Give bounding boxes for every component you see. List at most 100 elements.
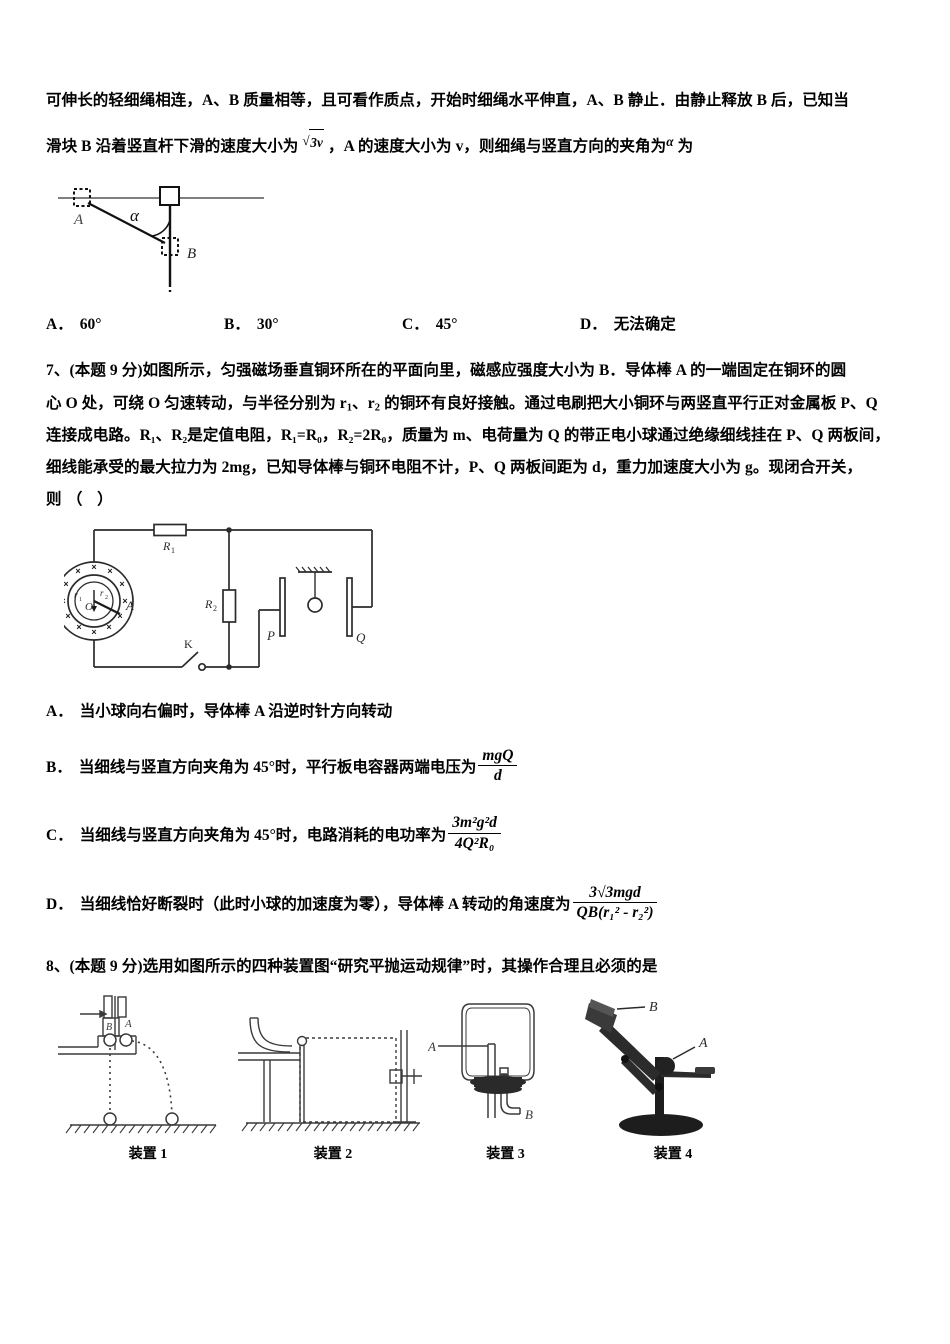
q7-stem-p2c: 的铜环有良好接触。通过电刷把大小铜环与两竖直平行正对金属板 P、Q (380, 394, 878, 412)
q6-option-d[interactable]: D．无法确定 (580, 312, 758, 334)
q7-r1-subscript: 1 (346, 402, 353, 414)
charged-ball (307, 596, 323, 613)
q6-option-d-tag: D． (580, 316, 607, 334)
q7-option-d-denominator: QB(r₁² - r₂²) (576, 904, 654, 922)
radius2-label: r (100, 588, 104, 598)
conductor-rod-label: A (125, 598, 134, 613)
q6-line2-middle: ，A 的速度大小为 v，则细绳与竖直方向的夹角为 (327, 138, 667, 156)
switch-k-label: K (184, 637, 193, 651)
q7-option-b-formula: mgQ d (478, 747, 518, 785)
q6-option-a[interactable]: A．60° (46, 312, 224, 334)
q8-score-tag: (本题 9 分) (69, 957, 143, 975)
svg-text:×: × (91, 627, 96, 637)
apparatus-1-label-a: A (124, 1018, 132, 1030)
q7-option-d-numerator: 3√3mgd (572, 884, 658, 904)
q7-option-b[interactable]: B． 当细线与竖直方向夹角为 45°时，平行板电容器两端电压为 mgQ d (46, 747, 912, 787)
apparatus-4-caption: 装置 4 (653, 1146, 693, 1162)
svg-text:×: × (64, 579, 69, 589)
q7-option-d-text: 当细线恰好断裂时（此时小球的加速度为零），导体棒 A 转动的角速度为 (79, 896, 571, 914)
q7-option-c-formula: 3m²g²d 4Q²R₀ (448, 814, 501, 852)
svg-text:1: 1 (79, 597, 82, 603)
apparatus-4-label-a: A (698, 1036, 708, 1051)
apparatus-1-svg: B A (58, 995, 217, 1134)
radius1-label: r (74, 590, 78, 600)
circuit-node-bottom (226, 663, 232, 670)
apparatus-3-svg: A B (428, 1003, 535, 1122)
q7-option-b-tag: B． (46, 758, 72, 776)
q7-option-c[interactable]: C． 当细线与竖直方向夹角为 45°时，电路消耗的电功率为 3m²g²d 4Q²… (46, 814, 912, 854)
q6-option-b-tag: B． (224, 316, 250, 334)
q7-number: 7、 (46, 362, 70, 380)
hanging-ball-assembly (295, 566, 332, 613)
q7-option-c-denominator: 4Q²R₀ (454, 834, 495, 852)
q6-figure: A α B (54, 176, 912, 296)
svg-text:×: × (117, 611, 122, 621)
apparatus-4-svg: A B (585, 998, 715, 1136)
q6-line2-prefix: 滑块 B 沿着竖直杆下滑的速度大小为 (46, 138, 299, 156)
q7-option-c-tag: C． (46, 826, 73, 844)
switch-contact (197, 662, 207, 671)
apparatus-1-ball-a (119, 1033, 133, 1047)
apparatus-4-label-b: B (649, 1000, 658, 1015)
sqrt-3v-expression: 3v (302, 128, 324, 156)
apparatus-2: 装置 2 (238, 992, 428, 1163)
apparatus-4: A B 装置 4 (583, 995, 763, 1163)
q7-option-d-tag: D． (46, 896, 73, 914)
q7-option-d[interactable]: D． 当细线恰好断裂时（此时小球的加速度为零），导体棒 A 转动的角速度为 3√… (46, 884, 912, 924)
q6-option-b[interactable]: B．30° (224, 312, 402, 334)
apparatus-1: B A (58, 992, 238, 1163)
plate-p-label: P (266, 628, 275, 643)
q6-figure-svg: A α B (58, 186, 264, 293)
plate-q-label: Q (356, 630, 366, 645)
q7-option-c-numerator: 3m²g²d (448, 814, 501, 834)
q7-stem-line4: 细线能承受的最大拉力为 2mg，已知导体棒与铜环电阻不计，P、Q 两板间距为 d… (46, 459, 863, 477)
q6-label-alpha: α (130, 206, 140, 225)
apparatus-4-ball-a (657, 1056, 675, 1075)
plate-p (279, 576, 286, 637)
q7-option-b-numerator: mgQ (478, 747, 518, 766)
q7-option-a[interactable]: A． 当小球向右偏时，导体棒 A 沿逆时针方向转动 (46, 696, 912, 727)
svg-text:2: 2 (213, 604, 217, 613)
svg-text:×: × (122, 596, 127, 606)
q6-continuation-line2: 滑块 B 沿着竖直杆下滑的速度大小为 3v ，A 的速度大小为 v，则细绳与竖直… (46, 128, 912, 162)
apparatus-1-ball-b (103, 1033, 117, 1047)
q7-option-a-text: 当小球向右偏时，导体棒 A 沿逆时针方向转动 (79, 702, 393, 720)
q6-label-a: A (73, 212, 84, 228)
svg-text:×: × (107, 566, 112, 576)
q7-option-c-text: 当细线与竖直方向夹角为 45°时，电路消耗的电功率为 (79, 826, 447, 844)
q7-stem-line5: 则（ ） (46, 491, 119, 509)
q7-stem-p2b: 、r (352, 394, 375, 412)
q7-stem-line3: 连接成电路。R₁、R₂是定值电阻，R₁=R₀，R₂=2R₀，质量为 m、电荷量为… (46, 426, 890, 444)
r1-label: R (162, 539, 171, 553)
apparatus-2-svg (238, 1017, 422, 1132)
q7-circuit-figure: × × × × × × × × × × × × (64, 522, 912, 682)
svg-text:×: × (106, 622, 111, 632)
alpha-symbol: α (666, 134, 674, 150)
q7-option-b-text: 当细线与竖直方向夹角为 45°时，平行板电容器两端电压为 (78, 758, 477, 776)
circuit-node-top (226, 526, 232, 533)
apparatus-3-label-a: A (428, 1039, 436, 1054)
svg-text:×: × (119, 579, 124, 589)
q8-apparatus-row: B A (58, 992, 912, 1163)
q7-option-d-formula: 3√3mgd QB(r₁² - r₂²) (572, 884, 658, 922)
apparatus-3: A B 装置 3 (428, 992, 583, 1163)
svg-text:×: × (76, 622, 81, 632)
q6-continuation-line1: 可伸长的轻细绳相连，A、B 质量相等，且可看作质点，开始时细绳水平伸直，A、B … (46, 92, 850, 109)
q6-option-c[interactable]: C．45° (402, 312, 580, 334)
apparatus-2-ball (296, 1035, 308, 1047)
q7-option-b-denominator: d (494, 766, 502, 784)
svg-text:2: 2 (105, 595, 108, 601)
apparatus-3-caption: 装置 3 (486, 1146, 525, 1162)
q7-r2-subscript: 2 (374, 402, 381, 414)
q6-option-a-text: 60° (79, 316, 102, 334)
svg-text:×: × (75, 566, 80, 576)
q8-number: 8、 (46, 957, 70, 975)
q8-stem: 8、(本题 9 分)选用如图所示的四种装置图“研究平抛运动规律”时，其操作合理且… (46, 952, 912, 982)
q6-line2-suffix: 为 (677, 138, 694, 156)
q7-circuit-svg: × × × × × × × × × × × × (64, 523, 373, 671)
svg-text:×: × (65, 611, 70, 621)
q6-options: A．60° B．30° C．45° D．无法确定 (46, 312, 912, 334)
svg-text:×: × (91, 562, 96, 572)
apparatus-1-label-b: B (106, 1022, 112, 1033)
